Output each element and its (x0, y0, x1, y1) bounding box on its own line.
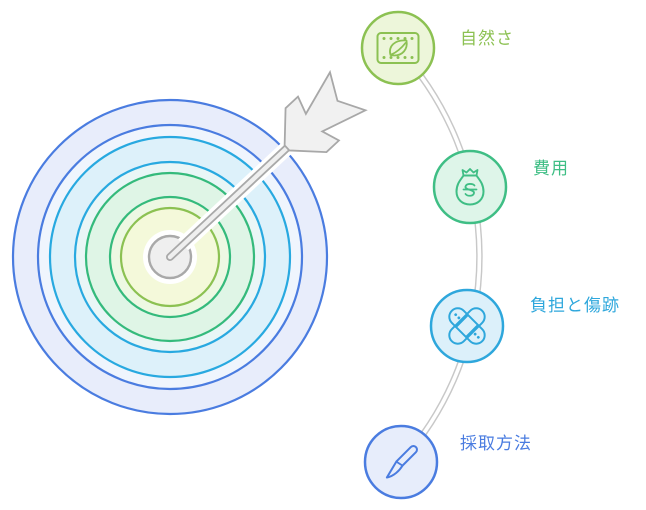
money-bag-tie (461, 168, 479, 177)
node-burden-scars[interactable] (429, 288, 505, 364)
bandage-front (448, 307, 486, 345)
node-collection-method-label: 採取方法 (460, 434, 532, 453)
node-collection-method-circle[interactable] (363, 424, 439, 500)
orbit-connector (395, 45, 483, 465)
node-naturalness[interactable] (360, 10, 436, 86)
connector-line-inner (396, 46, 482, 464)
scalpel-icon (385, 445, 418, 479)
node-cost[interactable] (432, 149, 508, 225)
scalpel-body (385, 445, 418, 479)
bandage-back (448, 307, 486, 345)
node-burden-scars-circle[interactable] (429, 288, 505, 364)
arrow-fletching-icon (283, 69, 368, 154)
node-naturalness-label: 自然さ (460, 29, 514, 48)
money-bag-icon (455, 168, 485, 206)
leaf-icon (389, 39, 408, 57)
leaf-vein (390, 42, 407, 56)
bandage-pad-lines (455, 314, 479, 338)
money-bag-body (455, 174, 485, 206)
bandage-dots (454, 313, 480, 339)
arrow-shaft-fill (167, 140, 296, 260)
node-cost-label: 費用 (533, 159, 569, 178)
scalpel-junction (395, 460, 404, 467)
arrow (166, 63, 375, 261)
crossed-bandages-icon (448, 307, 486, 345)
node-cost-circle[interactable] (432, 149, 508, 225)
leaf-field-icon (376, 32, 420, 64)
connector-line (395, 45, 483, 465)
node-naturalness-circle[interactable] (360, 10, 436, 86)
field-dots (382, 37, 414, 59)
node-burden-scars-label: 負担と傷跡 (530, 296, 620, 315)
node-collection-method[interactable] (363, 424, 439, 500)
